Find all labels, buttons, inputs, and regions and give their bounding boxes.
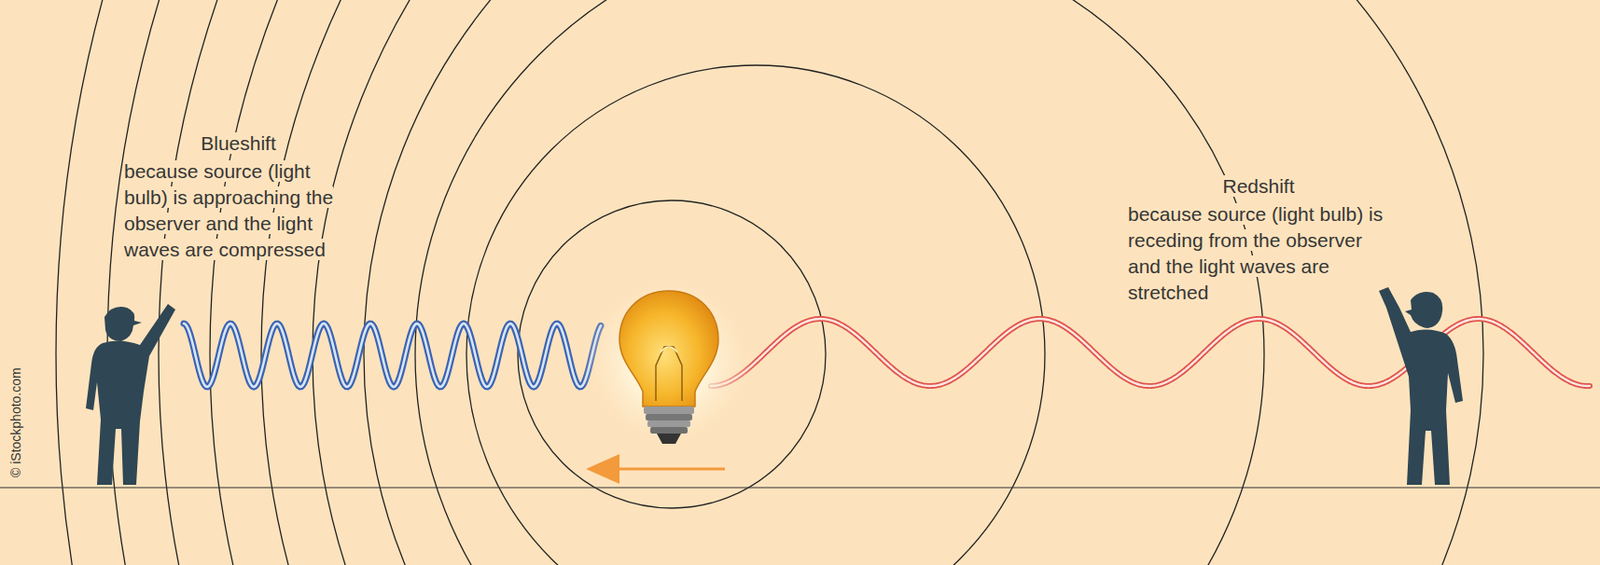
shift-explanation: because source (light bulb) is approachi… bbox=[124, 158, 353, 264]
observer-right bbox=[1378, 287, 1463, 486]
shift-heading: Redshift bbox=[1127, 173, 1390, 200]
motion-arrow bbox=[585, 454, 725, 485]
wavefront-circle bbox=[517, 200, 826, 509]
wavefront-circle bbox=[466, 65, 1045, 565]
wavefront-circles bbox=[55, 0, 1600, 565]
wavefront-circle bbox=[55, 0, 1600, 565]
wavefront-circle bbox=[312, 0, 1600, 565]
shift-explanation: because source (light bulb) is receding … bbox=[1127, 201, 1390, 307]
blueshift-wave-core bbox=[183, 323, 601, 388]
wavefront-circle bbox=[261, 0, 1600, 565]
observer-left bbox=[85, 304, 176, 486]
wavefront-circle bbox=[107, 0, 1600, 565]
blueshift-wave bbox=[183, 323, 601, 388]
ground-line bbox=[0, 486, 1600, 488]
light-bulb bbox=[580, 273, 758, 451]
wavefront-circle bbox=[209, 0, 1600, 565]
wavefront-circle bbox=[363, 0, 1484, 565]
light-waves bbox=[183, 319, 1590, 388]
watermark: © iStockphoto.com bbox=[8, 367, 24, 478]
wavefront-circle bbox=[158, 0, 1600, 565]
shift-heading: Blueshift bbox=[124, 130, 353, 157]
